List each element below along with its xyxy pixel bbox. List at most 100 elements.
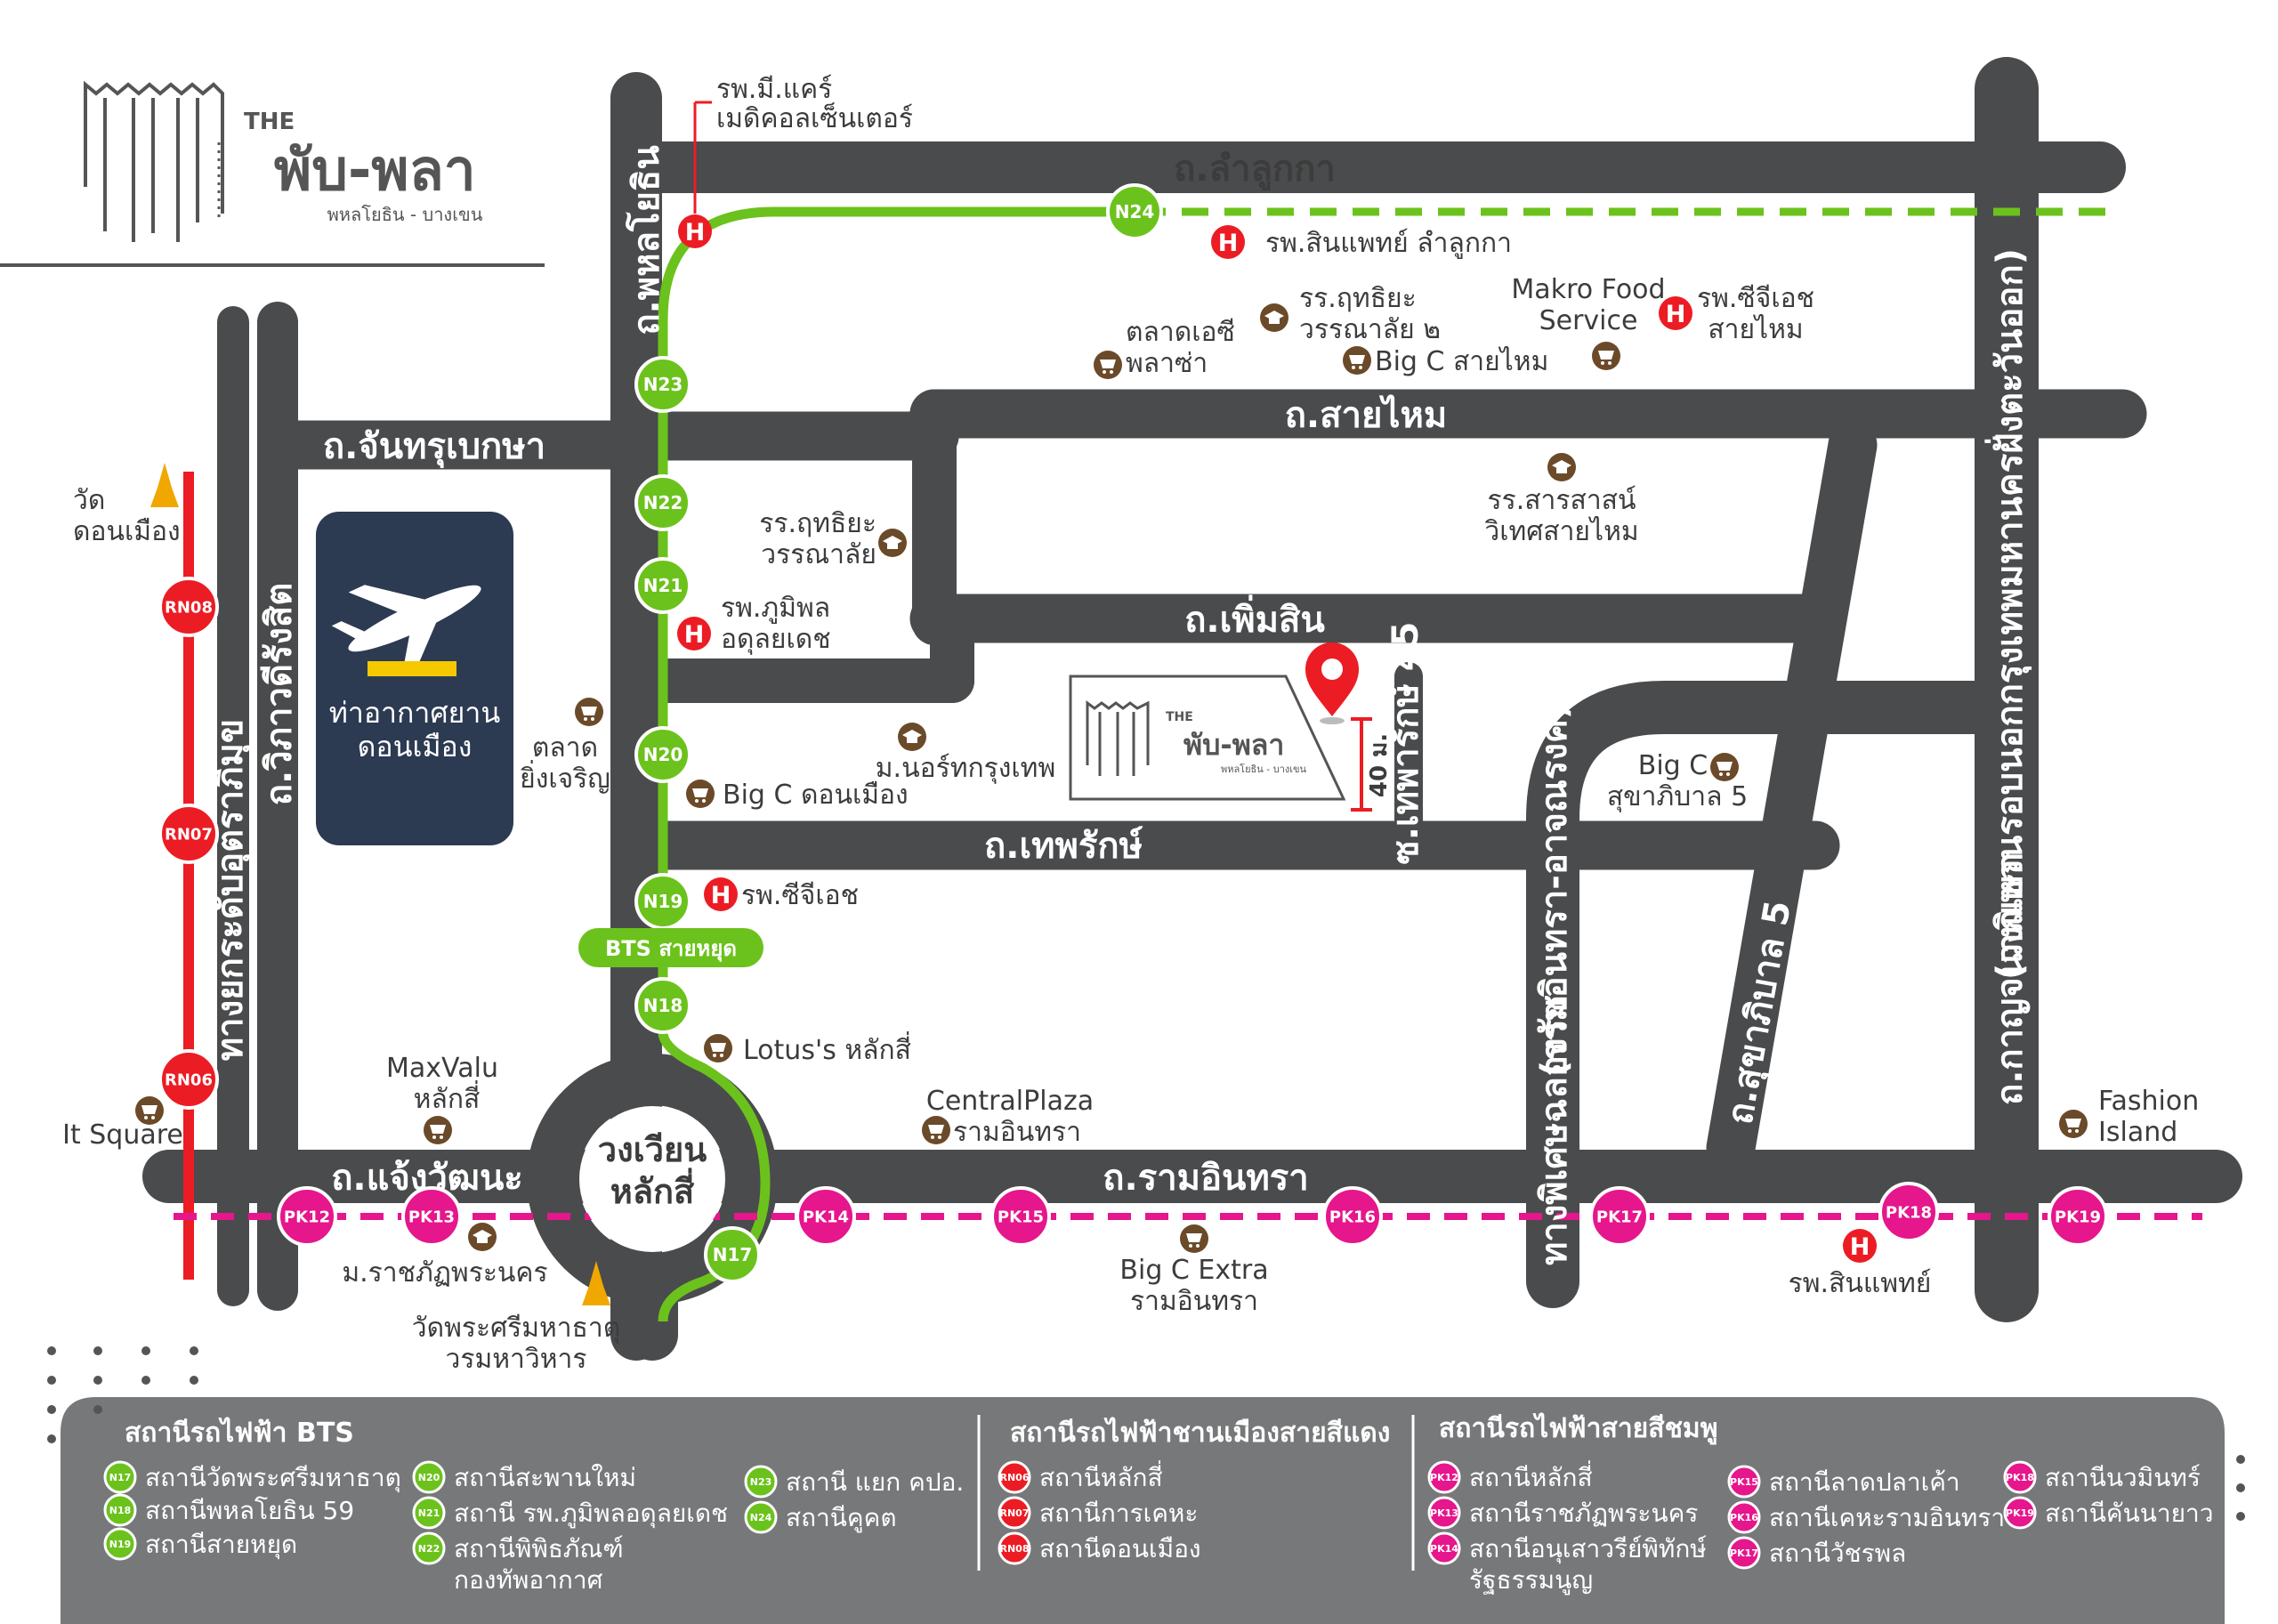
road-chalongrat <box>1526 681 2029 1308</box>
place-central-2: รามอินทรา <box>953 1117 1081 1148</box>
location-pin-icon <box>1305 642 1359 724</box>
place-ac-plaza-1: ตลาดเอซี <box>1126 317 1235 348</box>
station-code: PK17 <box>1596 1208 1643 1226</box>
decorative-dots <box>47 1346 2245 1521</box>
station-n24: N24 <box>1106 183 1163 240</box>
project-tagline: พหลโยธิน - บางเขน <box>1221 763 1307 775</box>
place-sinphaet: รพ.สินแพทย์ <box>1789 1268 1932 1299</box>
station-n19: N19 <box>634 873 691 930</box>
legend-code: PK15 <box>1730 1476 1758 1488</box>
station-n17: N17 <box>704 1226 761 1283</box>
legend-pink-title: สถานีรถไฟฟ้าสายสีชมพู <box>1439 1412 1717 1445</box>
svg-text:H: H <box>1218 230 1239 257</box>
shopping-cart-icon <box>1710 753 1739 781</box>
legend-name: สถานีราชภัฏพระนคร <box>1469 1499 1698 1528</box>
graduation-cap-icon <box>1260 303 1288 332</box>
legend-name: สถานีการเคหะ <box>1039 1499 1198 1528</box>
station-pk16: PK16 <box>1322 1186 1383 1247</box>
legend-name: สถานีคูคต <box>786 1503 897 1533</box>
shopping-cart-icon <box>922 1116 950 1144</box>
svg-text:H: H <box>1850 1233 1870 1261</box>
bts-saiyut-pill <box>578 928 763 967</box>
place-sgh: รพ.ซีจีเอช <box>741 880 859 911</box>
shopping-cart-icon <box>2059 1110 2088 1138</box>
legend-code: N24 <box>750 1512 772 1523</box>
legend-code: RN06 <box>1000 1472 1030 1483</box>
station-code: N18 <box>643 995 683 1016</box>
place-ying-2: ยิ่งเจริญ <box>520 760 610 795</box>
legend-code: N18 <box>109 1505 132 1516</box>
station-n23: N23 <box>634 356 691 413</box>
project-name: พับ-พลา <box>1183 728 1284 762</box>
place-bigc-extra-2: รามอินทรา <box>1130 1286 1258 1317</box>
station-n18: N18 <box>634 977 691 1034</box>
station-n21: N21 <box>634 557 691 614</box>
station-code: RN08 <box>165 598 213 617</box>
place-bigc-extra-1: Big C Extra <box>1119 1255 1268 1286</box>
place-makro-2: Service <box>1539 305 1638 336</box>
legend-code: PK19 <box>2006 1507 2034 1519</box>
legend-item-n24: N24 สถานีคูคต <box>744 1500 897 1534</box>
legend-code: PK18 <box>2006 1472 2034 1483</box>
station-rn06: RN06 <box>158 1049 219 1110</box>
legend-red-title: สถานีรถไฟฟ้าชานเมืองสายสีแดง <box>1010 1417 1390 1449</box>
station-pk17: PK17 <box>1589 1186 1650 1247</box>
legend-name: สถานีสายหยุด <box>145 1530 297 1560</box>
place-rajabhat: ม.ราชภัฏพระนคร <box>342 1257 547 1289</box>
legend-code: PK17 <box>1730 1547 1758 1559</box>
graduation-cap-icon <box>898 723 926 751</box>
place-ac-plaza-2: พลาซ่า <box>1126 348 1208 379</box>
legend-name: สถานี แยก คปอ. <box>786 1467 964 1497</box>
brand-tagline: พหลโยธิน - บางเขน <box>327 204 483 225</box>
temple-icon <box>150 463 179 507</box>
airport-block: ท่าอากาศยาน ดอนเมือง <box>316 512 513 845</box>
legend-code: N21 <box>418 1507 440 1519</box>
place-fashion-2: Island <box>2098 1117 2177 1148</box>
distance-label: 40 ม. <box>1366 733 1393 797</box>
place-sgh-saimai-2: สายไหม <box>1708 313 1803 345</box>
station-code: N22 <box>643 492 683 513</box>
legend-code: N22 <box>418 1543 440 1555</box>
legend-name: สถานีนวมินทร์ <box>2045 1463 2201 1492</box>
hospital-icon: H <box>678 214 712 248</box>
place-bigc-sukh-1: Big C <box>1638 750 1708 781</box>
station-code: N17 <box>713 1244 753 1265</box>
brand-name: พับ-พลา <box>274 138 476 204</box>
place-bhumibol-2: อดุลยเดช <box>721 624 831 656</box>
bts-saiyut-label: BTS สายหยุด <box>605 936 737 963</box>
place-it-square: It Square <box>62 1119 183 1151</box>
place-ying-1: ตลาด <box>532 732 598 764</box>
shopping-cart-icon <box>135 1096 164 1125</box>
airplane-icon <box>331 585 481 676</box>
label-chalongrat-sub: (รามอินทรา-อาจณรงค์) <box>1534 703 1575 1077</box>
station-code: PK13 <box>408 1208 455 1226</box>
airport-label-1: ท่าอากาศยาน <box>329 696 501 730</box>
svg-text:H: H <box>1666 301 1686 328</box>
shopping-cart-icon <box>575 698 603 726</box>
label-kanchanaphisek: ถ.กาญจนาภิเษก <box>1990 852 2031 1105</box>
hospital-icon: H <box>1843 1229 1877 1263</box>
svg-text:H: H <box>711 882 731 909</box>
roundabout-label-1: วงเวียน <box>598 1130 707 1169</box>
label-phermsin: ถ.เพิ่มสิน <box>1184 594 1325 641</box>
place-ruthiya2-1: รร.ฤทธิยะ <box>1299 283 1417 314</box>
place-sgh-saimai-1: รพ.ซีจีเอช <box>1697 283 1814 314</box>
legend-name: สถานีหลักสี่ <box>1039 1460 1163 1492</box>
project-prefix: THE <box>1166 710 1193 724</box>
road-sukhaphiban5 <box>1706 420 1878 1173</box>
legend-code: RN08 <box>1000 1543 1030 1555</box>
shopping-cart-icon <box>424 1116 452 1144</box>
place-bhumibol-1: รพ.ภูมิพล <box>721 593 830 624</box>
station-code: RN07 <box>165 825 213 844</box>
station-code: N24 <box>1115 201 1155 222</box>
